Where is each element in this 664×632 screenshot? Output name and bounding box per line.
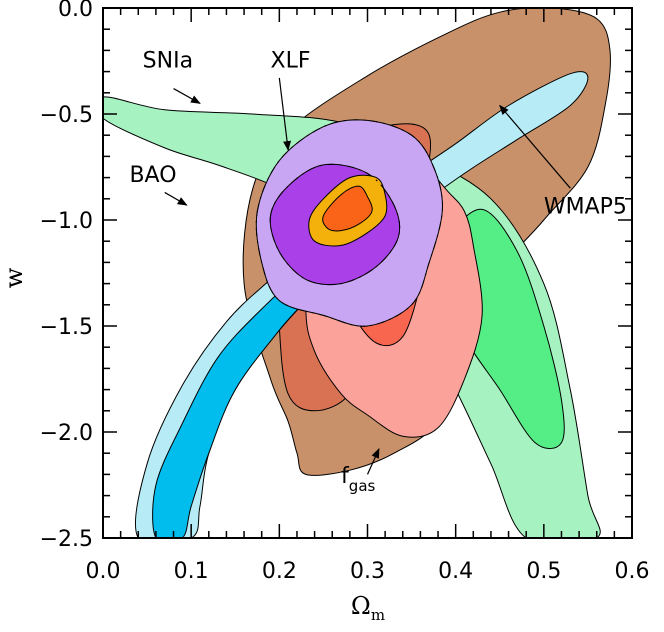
annotation-label: BAO — [129, 163, 176, 188]
y-tick-label: −2.0 — [40, 421, 93, 446]
x-tick-label: 0.1 — [174, 559, 209, 584]
axis-ticks — [102, 7, 633, 539]
annotation-label: WMAP5 — [544, 195, 627, 220]
annotation-arrow — [278, 77, 292, 152]
x-axis-label: Ωm — [351, 592, 385, 624]
y-tick-label: −1.0 — [40, 209, 93, 234]
annotation-label: XLF — [271, 48, 311, 73]
xlf-dashed-contours — [255, 119, 443, 327]
y-axis-label: w — [0, 267, 28, 288]
annotation-label: SNIa — [143, 48, 193, 73]
y-tick-label: −0.5 — [40, 103, 93, 128]
contour-regions — [103, 8, 611, 538]
x-tick-label: 0.3 — [350, 559, 385, 584]
annotation-label: fgas — [341, 464, 375, 495]
x-tick-label: 0.6 — [615, 559, 650, 584]
x-tick-label: 0.2 — [262, 559, 297, 584]
annotation-arrow — [173, 88, 201, 104]
y-tick-label: 0.0 — [58, 0, 93, 22]
annotations: SNIa XLF BAO WMAP5 fgas — [129, 48, 626, 495]
x-tick-label: 0.4 — [438, 559, 473, 584]
y-tick-label: −1.5 — [40, 315, 93, 340]
annotation-arrow — [366, 448, 380, 475]
y-tick-label: −2.5 — [40, 527, 93, 552]
x-tick-label: 0.5 — [526, 559, 561, 584]
annotation-arrow — [499, 104, 571, 189]
annotation-arrow — [164, 191, 188, 206]
combined-contour-inner — [322, 185, 373, 232]
tick-labels: 0.0 0.1 0.2 0.3 0.4 0.5 0.6 0.0 −0.5 −1.0 −1.5 −2.0… — [40, 0, 650, 584]
xlf-dashed-contour-0 — [255, 119, 443, 327]
xlf-dashed-contour-1 — [269, 163, 401, 286]
x-tick-label: 0.0 — [86, 559, 121, 584]
